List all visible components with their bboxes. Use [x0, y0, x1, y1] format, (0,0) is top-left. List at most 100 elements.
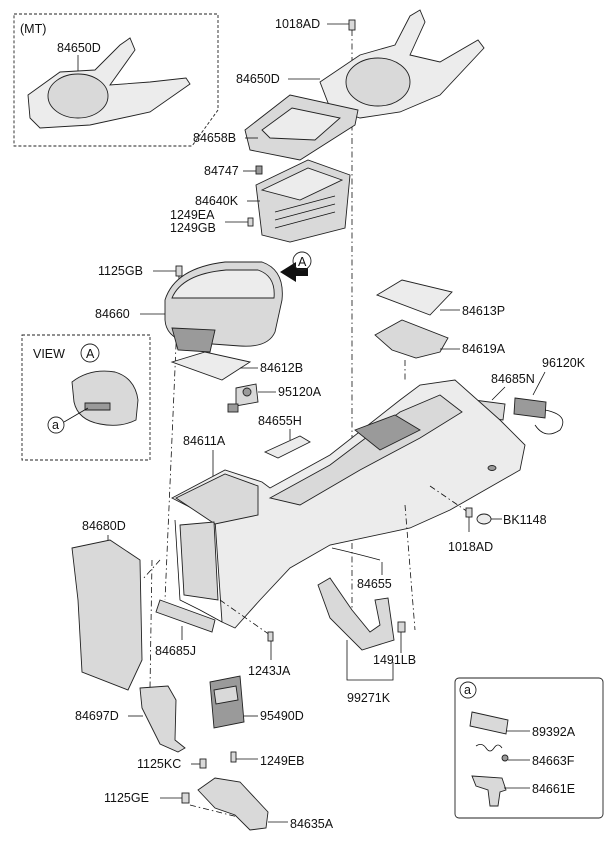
- leader-99271K: [346, 640, 394, 681]
- console-storage-bin: [175, 473, 259, 525]
- clip-84747: [255, 165, 263, 175]
- mt-inset-frame: [13, 13, 219, 147]
- view-a-inset-frame: [21, 334, 151, 461]
- axis-line-84635A: [189, 804, 251, 821]
- label-1125GE: 1125GE: [104, 791, 149, 805]
- label-84619A: 84619A: [462, 342, 506, 356]
- axis-line-84697D: [149, 559, 153, 689]
- axis-line-1243JA: [219, 599, 271, 636]
- spring-84663F: [475, 744, 503, 752]
- label-1249EB: 1249EB: [260, 754, 304, 768]
- label-84658B: 84658B: [193, 131, 236, 145]
- label-84611A: 84611A: [183, 434, 226, 448]
- screw-1018AD-top: [348, 19, 356, 31]
- label-84697D: 84697D: [75, 709, 119, 723]
- screw-1249EA: [247, 217, 254, 227]
- view-arrow: [280, 262, 308, 282]
- cup-holder-ring: [345, 57, 411, 107]
- axis-line-1491LB: [404, 504, 416, 631]
- label-84655: 84655: [357, 577, 392, 591]
- screw-1125KC: [199, 758, 207, 769]
- label-84613P: 84613P: [462, 304, 505, 318]
- outlet-socket: [242, 387, 252, 397]
- bracket-84697D: [139, 685, 186, 753]
- storage-tray-ribs: [274, 195, 336, 229]
- plug-BK1148: [476, 513, 492, 525]
- switch-95490D-face: [213, 685, 239, 705]
- rear-panel-84680D: [71, 539, 143, 691]
- aux-cable: [534, 409, 564, 435]
- label-BK1148: BK1148: [503, 513, 547, 527]
- screw-1243JA: [267, 631, 274, 642]
- shift-trim-mt-part: [27, 37, 191, 129]
- pad-84612B: [170, 351, 252, 381]
- legend-letter: a: [464, 683, 471, 697]
- console-upper-trim-part: [319, 9, 485, 119]
- callout-a-small: a: [52, 418, 59, 432]
- storage-tray-top: [260, 167, 344, 201]
- mat-84613P: [375, 279, 453, 316]
- bracket-84685J: [155, 599, 216, 633]
- legend-letter-circle: [459, 681, 477, 699]
- console-tray-recess: [354, 414, 421, 451]
- mat-84619A: [374, 319, 449, 359]
- mt-note-label: (MT): [20, 22, 46, 36]
- label-84661E: 84661E: [532, 782, 575, 796]
- screw-1249EB: [230, 751, 237, 763]
- axis-line-panel: [141, 559, 161, 581]
- view-letter: A: [86, 347, 95, 361]
- label-1125GB: 1125GB: [98, 264, 143, 278]
- bracket-84635A: [197, 777, 269, 831]
- view-title: VIEW: [33, 347, 65, 361]
- console-front-frame: [179, 521, 219, 601]
- label-89392A: 89392A: [532, 725, 576, 739]
- console-front-edge: [174, 519, 223, 623]
- outlet-plug: [227, 403, 239, 413]
- arrow-letter: A: [298, 255, 307, 269]
- label-1249GB: 1249GB: [170, 221, 216, 235]
- label-1018AD-top: 1018AD: [275, 17, 320, 31]
- label-84650D-mt: 84650D: [57, 41, 101, 55]
- screw-1125GB: [175, 265, 183, 277]
- view-letter-circle: [80, 343, 100, 363]
- label-1243JA: 1243JA: [248, 664, 291, 678]
- label-84747: 84747: [204, 164, 239, 178]
- bezel-opening: [261, 107, 341, 141]
- arrow-letter-circle: [292, 251, 312, 271]
- console-hole: [487, 465, 497, 471]
- label-99271K: 99271K: [347, 691, 391, 705]
- armrest-underside-view: [71, 370, 139, 426]
- label-96120K: 96120K: [542, 356, 586, 370]
- leader-96120K: [532, 371, 546, 396]
- label-84660: 84660: [95, 307, 130, 321]
- leader-view-a: [63, 407, 89, 423]
- console-body-84611A: [171, 379, 526, 629]
- screw-1018AD-right: [465, 507, 473, 518]
- label-84635A: 84635A: [290, 817, 334, 831]
- label-84650D: 84650D: [236, 72, 280, 86]
- label-84612B: 84612B: [260, 361, 303, 375]
- latch-84661E: [471, 775, 507, 807]
- label-1018AD-right: 1018AD: [448, 540, 493, 554]
- cover-84655H: [263, 435, 311, 459]
- label-1125KC: 1125KC: [137, 757, 181, 771]
- strip-84655: [331, 547, 381, 561]
- console-shift-well: [268, 394, 463, 506]
- clip-1491LB: [397, 621, 406, 633]
- knob-89392A: [469, 711, 509, 735]
- label-1491LB: 1491LB: [373, 653, 416, 667]
- label-84685J: 84685J: [155, 644, 196, 658]
- aux-jack-96120K: [513, 397, 547, 419]
- legend-frame: [454, 677, 604, 819]
- label-84685N: 84685N: [491, 372, 535, 386]
- armrest-hinge: [171, 327, 216, 353]
- bracket-99271K: [317, 577, 395, 651]
- label-95120A: 95120A: [278, 385, 322, 399]
- shift-boot-opening: [47, 73, 109, 119]
- axis-line-right: [429, 485, 469, 513]
- callout-a-circle: [47, 416, 65, 434]
- screw-1125GE: [181, 792, 190, 804]
- label-1249EA: 1249EA: [170, 208, 215, 222]
